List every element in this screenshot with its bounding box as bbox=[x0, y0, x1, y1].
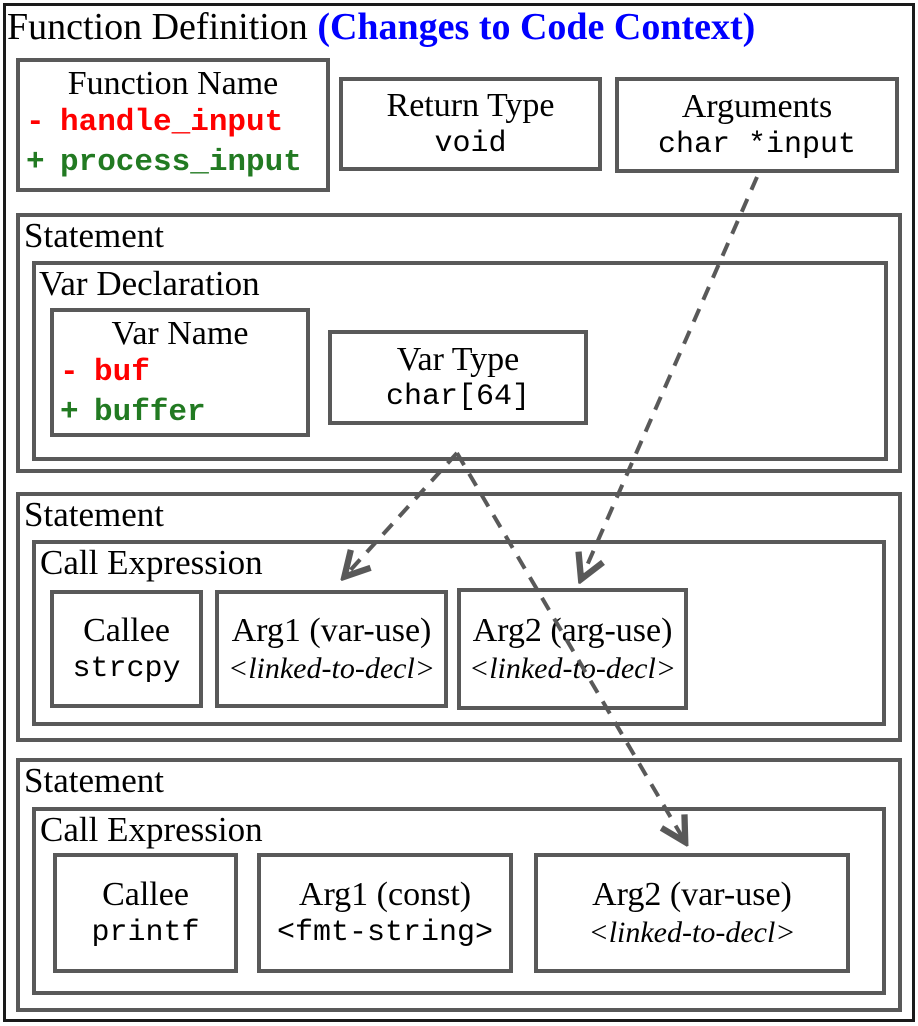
callee-strcpy-box: Callee strcpy bbox=[50, 590, 203, 708]
var-type-label: Var Type bbox=[396, 340, 520, 378]
strcpy-arg2-value: <linked-to-decl> bbox=[468, 651, 677, 685]
var-name-label: Var Name bbox=[111, 315, 249, 352]
function-name-label: Function Name bbox=[67, 65, 279, 102]
var-declaration-label: Var Declaration bbox=[39, 264, 260, 303]
var-name-box: Var Name - buf + buffer bbox=[50, 308, 310, 437]
var-name-added: buffer bbox=[94, 395, 206, 431]
arguments-value: char *input bbox=[657, 127, 857, 162]
statement-3-label: Statement bbox=[24, 761, 164, 800]
var-name-added-line: + buffer bbox=[60, 393, 300, 433]
strcpy-arg1-label: Arg1 (var-use) bbox=[231, 612, 432, 650]
callee-printf-label: Callee bbox=[102, 876, 189, 914]
strcpy-arg1-value: <linked-to-decl> bbox=[227, 651, 436, 685]
figure-title: Function Definition (Changes to Code Con… bbox=[7, 6, 756, 49]
function-name-removed: handle_input bbox=[60, 105, 284, 141]
return-type-label: Return Type bbox=[386, 87, 555, 125]
callee-printf-value: printf bbox=[91, 915, 200, 950]
callee-strcpy-value: strcpy bbox=[72, 651, 181, 686]
arguments-label: Arguments bbox=[681, 88, 833, 126]
strcpy-arg2-label: Arg2 (arg-use) bbox=[472, 612, 673, 650]
return-type-box: Return Type void bbox=[339, 77, 602, 171]
printf-arg2-value: <linked-to-decl> bbox=[588, 915, 796, 949]
statement-3-box: Statement Call Expression Callee printf … bbox=[16, 758, 902, 1012]
function-name-added-line: + process_input bbox=[26, 143, 320, 183]
call-expression-strcpy-box: Call Expression Callee strcpy Arg1 (var-… bbox=[32, 540, 886, 726]
call-expression-strcpy-label: Call Expression bbox=[40, 543, 263, 582]
var-name-removed: buf bbox=[94, 355, 150, 391]
call-expression-printf-label: Call Expression bbox=[40, 810, 263, 849]
var-name-removed-line: - buf bbox=[60, 353, 300, 393]
statement-1-box: Statement Var Declaration Var Name - buf… bbox=[16, 213, 902, 473]
statement-2-box: Statement Call Expression Callee strcpy … bbox=[16, 492, 902, 742]
strcpy-arg2-box: Arg2 (arg-use) <linked-to-decl> bbox=[457, 588, 688, 710]
function-name-added: process_input bbox=[60, 145, 302, 181]
call-expression-printf-box: Call Expression Callee printf Arg1 (cons… bbox=[32, 807, 886, 995]
figure-title-prefix: Function Definition bbox=[7, 6, 318, 48]
var-type-box: Var Type char[64] bbox=[328, 330, 588, 425]
return-type-value: void bbox=[434, 126, 507, 161]
printf-arg1-label: Arg1 (const) bbox=[298, 876, 472, 914]
figure-title-emphasis: (Changes to Code Context) bbox=[317, 6, 756, 48]
printf-arg1-box: Arg1 (const) <fmt-string> bbox=[257, 853, 513, 973]
printf-arg1-value: <fmt-string> bbox=[276, 915, 494, 950]
var-type-value: char[64] bbox=[385, 380, 531, 415]
callee-strcpy-label: Callee bbox=[83, 612, 170, 650]
callee-printf-box: Callee printf bbox=[53, 853, 238, 973]
var-declaration-box: Var Declaration Var Name - buf + buffer … bbox=[32, 261, 888, 461]
arguments-box: Arguments char *input bbox=[615, 77, 899, 173]
statement-2-label: Statement bbox=[24, 495, 164, 534]
diff-plus-sign: + bbox=[60, 395, 79, 431]
statement-1-label: Statement bbox=[24, 216, 164, 255]
strcpy-arg1-box: Arg1 (var-use) <linked-to-decl> bbox=[215, 590, 448, 708]
function-definition-frame bbox=[3, 3, 915, 1022]
diff-minus-sign: - bbox=[60, 355, 79, 391]
function-name-box: Function Name - handle_input + process_i… bbox=[16, 58, 330, 192]
printf-arg2-label: Arg2 (var-use) bbox=[592, 876, 792, 914]
diff-plus-sign: + bbox=[26, 145, 45, 181]
function-name-removed-line: - handle_input bbox=[26, 103, 320, 143]
diff-minus-sign: - bbox=[26, 105, 45, 141]
printf-arg2-box: Arg2 (var-use) <linked-to-decl> bbox=[534, 853, 850, 973]
